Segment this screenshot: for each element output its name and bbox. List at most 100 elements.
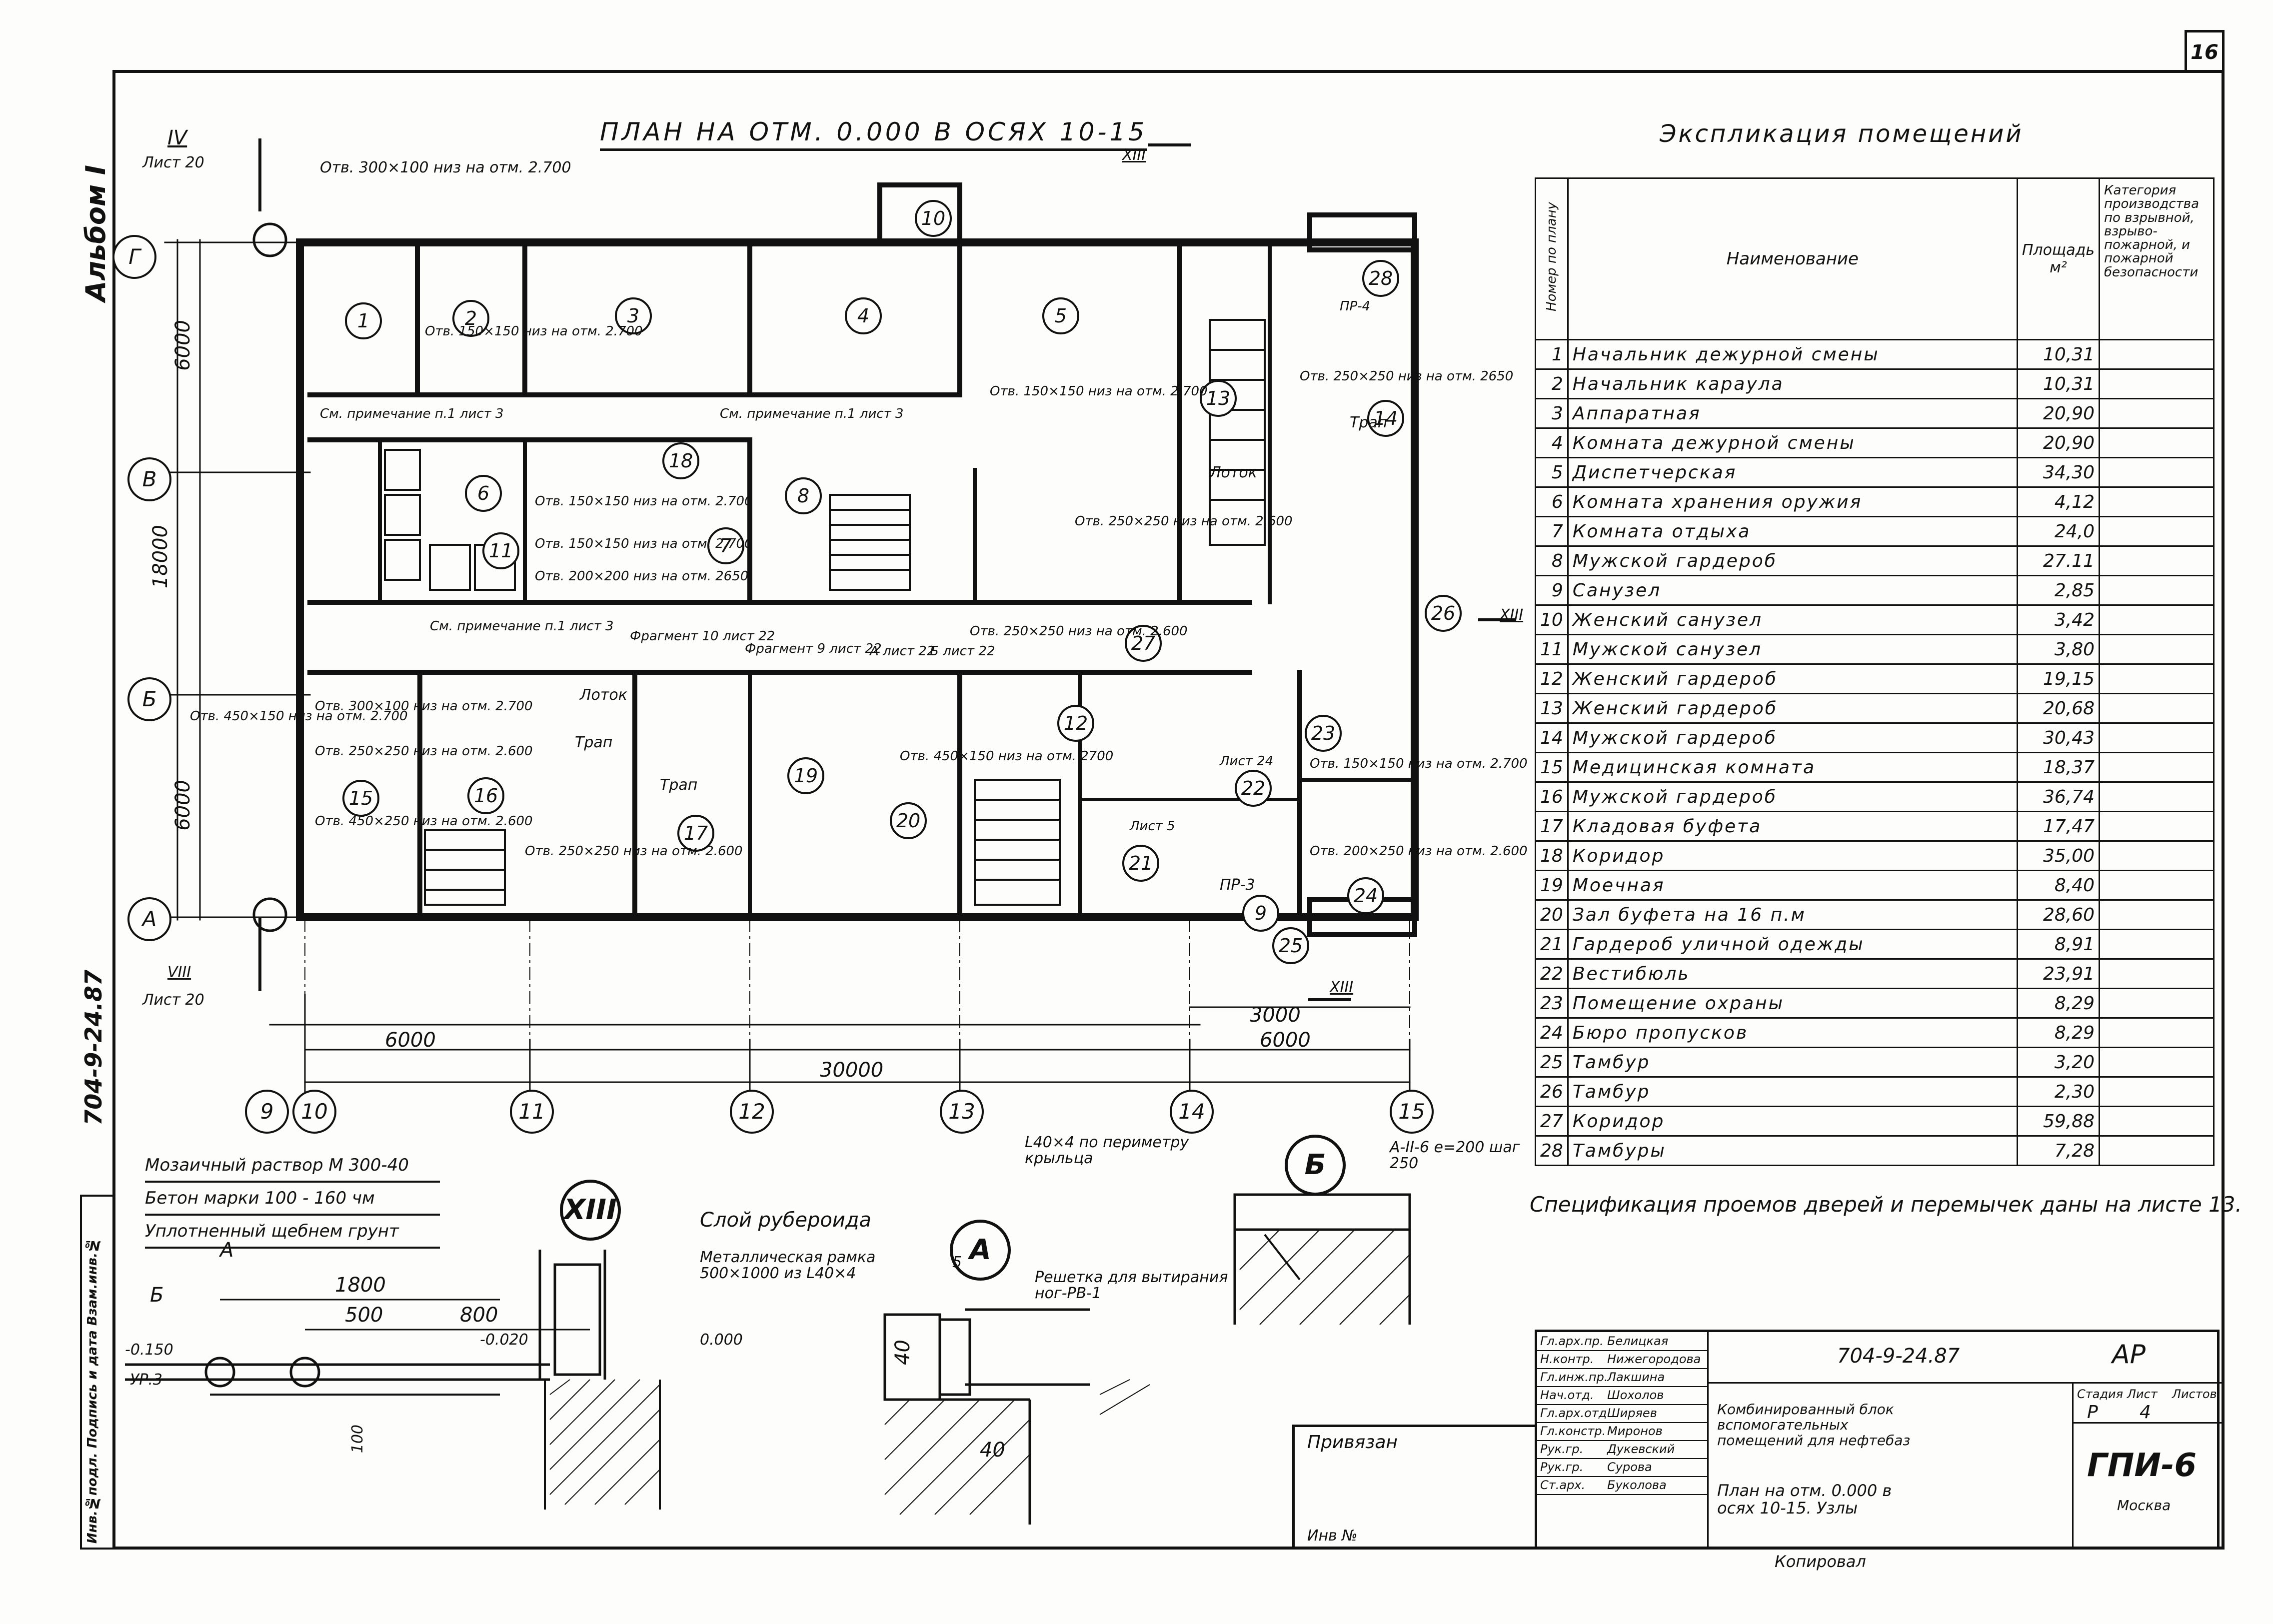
plan-note: Отв. 150×150 низ на отм. 2.700	[1310, 756, 1528, 771]
plan-note: Отв. 250×250 низ на отм. 2.600	[1075, 514, 1293, 529]
tb-stage-label: Стадия	[2077, 1387, 2124, 1401]
plan-note: Отв. 200×200 низ на отм. 2650	[535, 569, 749, 584]
plan-note: Отв. 450×250 низ на отм. 2.600	[315, 814, 533, 829]
dim-left-6000-top: 6000	[171, 320, 194, 371]
tb-city: Москва	[2117, 1497, 2171, 1514]
room-marker-23: 23	[1305, 715, 1342, 752]
room-marker-9: 9	[1242, 895, 1279, 932]
plan-note: Отв. 150×150 низ на отм. 2.700	[990, 384, 1208, 399]
plan-note: Отв. 250×250 низ на отм. 2650	[1300, 369, 1514, 384]
room-marker-10: 10	[915, 200, 952, 237]
plan-note: Отв. 200×250 низ на отм. 2.600	[1310, 844, 1528, 859]
axis-marker-15: 15	[1390, 1090, 1434, 1134]
room-marker-24: 24	[1347, 877, 1384, 914]
room-marker-13: 13	[1200, 380, 1237, 417]
plan-note: Лоток	[1210, 464, 1257, 481]
plan-note: Отв. 300×100 низ на отм. 2.700	[315, 699, 533, 714]
room-marker-6: 6	[465, 475, 502, 512]
tb-code: 704-9-24.87	[1837, 1345, 1960, 1368]
plan-note: Трап	[575, 734, 613, 751]
plan-note: ПР-4	[1340, 299, 1371, 314]
room-marker-25: 25	[1272, 927, 1309, 964]
tb-project: Комбинированный блок вспомогательных пом…	[1717, 1401, 1911, 1449]
detail-dim: 40	[980, 1439, 1005, 1462]
node-marker-a: А	[950, 1220, 1011, 1281]
axis-marker-13: 13	[940, 1090, 984, 1134]
signature-row: Рук.гр.Сурова	[1537, 1458, 1707, 1477]
layer-item: Уплотненный щебнем грунт	[145, 1216, 440, 1249]
room-marker-28: 28	[1362, 260, 1399, 297]
section-label: XIII	[1500, 606, 1524, 624]
plan-note: См. примечание п.1 лист 3	[720, 406, 904, 421]
plan-note: См. примечание п.1 лист 3	[320, 406, 504, 421]
page-number: 16	[2185, 30, 2225, 70]
signature-row: Нач.отд.Шохолов	[1537, 1386, 1707, 1405]
section-label: XIII	[1330, 979, 1354, 996]
axis-marker-11: 11	[510, 1090, 554, 1134]
room-marker-4: 4	[845, 297, 882, 334]
inv-label: Инв №	[1307, 1527, 1358, 1545]
room-marker-2: 2	[452, 300, 489, 337]
detail-dim: 40	[891, 1340, 914, 1365]
layer-item: Бетон марки 100 - 160 чм	[145, 1183, 440, 1216]
spec-note: Спецификация проемов дверей и перемычек …	[1530, 1192, 2242, 1217]
plan-note: Отв. 300×100 низ на отм. 2.700	[320, 159, 571, 176]
floor-layers-legend: Мозаичный раствор М 300-40 Бетон марки 1…	[145, 1150, 440, 1249]
tb-stage: Р	[2087, 1402, 2098, 1423]
label-frame: Металлическая рамка 500×1000 из L40×4	[700, 1249, 876, 1282]
vestibule-wall-top	[1307, 212, 1417, 252]
plan-note: Б лист 22	[930, 644, 995, 659]
dim-left-6000-bottom: 6000	[171, 780, 194, 831]
detail-dim: -0.150	[125, 1341, 173, 1359]
plan-note: ПР-3	[1220, 876, 1255, 894]
drawing-frame	[112, 70, 2225, 1550]
detail-dim: 1800	[335, 1274, 386, 1297]
plan-note: Отв. 150×150 низ на отм. 2.700	[535, 494, 753, 509]
detail-dim: 800	[460, 1304, 498, 1327]
dim-bottom-right-6000: 6000	[1260, 1029, 1311, 1052]
axis-marker-9: 9	[245, 1090, 289, 1134]
detail-dim: 100	[349, 1425, 366, 1454]
plan-note: Отв. 150×150 низ на отм. 2.700	[425, 324, 643, 339]
plan-note: См. примечание п.1 лист 3	[430, 619, 614, 634]
tb-sheet-number: 4	[2140, 1402, 2151, 1423]
plan-note: Фрагмент 10 лист 22	[630, 629, 775, 644]
plan-note: Фрагмент 9 лист 22	[745, 641, 882, 656]
room-marker-8: 8	[785, 477, 822, 514]
room-marker-19: 19	[787, 757, 824, 794]
room-marker-27: 27	[1125, 625, 1162, 662]
room-marker-1: 1	[345, 302, 382, 339]
detail-dim: 500	[345, 1304, 383, 1327]
room-marker-16: 16	[467, 777, 504, 814]
plan-title: ПЛАН НА ОТМ. 0.000 В ОСЯХ 10-15	[600, 117, 1148, 151]
label-slo: Слой рубероида	[700, 1209, 872, 1232]
label-perimeter: L40×4 по периметру крыльца	[1025, 1134, 1189, 1167]
binding-strip: Инв.№подл. Подпись и дата Взам.инв.№	[80, 1195, 112, 1550]
signature-row: Гл.арх.отд.Ширяев	[1537, 1404, 1707, 1423]
section-label: XIII	[1122, 146, 1146, 164]
plan-note: Лист 20	[142, 154, 204, 171]
signature-row: Гл.инж.пр.Лакшина	[1537, 1368, 1707, 1387]
detail-dim: Б	[150, 1284, 164, 1307]
plan-note: Трап	[1350, 414, 1388, 431]
copied-label: Копировал	[1775, 1552, 1866, 1571]
layer-item: Мозаичный раствор М 300-40	[145, 1150, 440, 1183]
room-marker-5: 5	[1042, 297, 1079, 334]
axis-marker-a: А	[127, 897, 171, 941]
